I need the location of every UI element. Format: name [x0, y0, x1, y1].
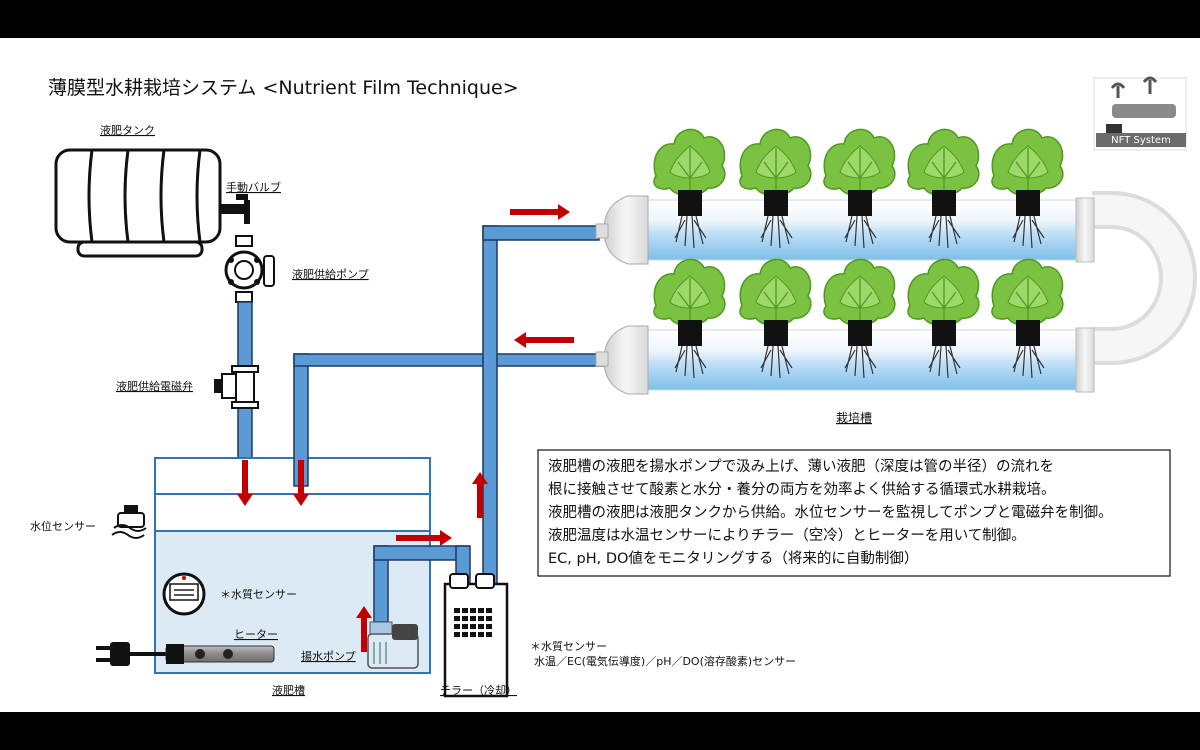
feed-pipe-horizontal [482, 225, 600, 241]
arrow-left-return [514, 332, 574, 348]
channel-label: 栽培槽 [836, 410, 872, 425]
plug-icon [96, 642, 166, 666]
letterbox-bottom [0, 712, 1200, 750]
flow-arrows [237, 204, 574, 652]
lift-pipe-horizontal [373, 545, 469, 561]
description-line: EC, pH, DO値をモニタリングする（将来的に自動制御） [548, 550, 918, 567]
arrow-right-feed [510, 204, 570, 220]
heater-icon [165, 644, 275, 664]
arrow-right-lift [396, 530, 452, 546]
arrow-up-lift [356, 606, 372, 652]
feed-pipe-vertical [482, 225, 498, 587]
valve-label: 手動バルブ [226, 180, 281, 194]
lift-pump-label: 揚水ポンプ [301, 650, 356, 663]
sensor-note-title: ＊水質センサー [530, 639, 607, 653]
supply-pump-label: 液肥供給ポンプ [292, 267, 369, 281]
description-line: 根に接触させて酸素と水分・養分の両方を効率よく供給する循環式水耕栽培。 [548, 480, 1056, 498]
submersible-pump-icon [367, 621, 419, 669]
chiller-label: チラー（冷却） [440, 684, 517, 697]
logo-icon: NFT System [1093, 76, 1187, 151]
solenoid-label: 液肥供給電磁弁 [116, 379, 193, 393]
nft-diagram: 薄膜型水耕栽培システム <Nutrient Film Technique> NF… [30, 76, 1197, 698]
return-pipe-horizontal [293, 353, 607, 367]
fertilizer-tank-icon [54, 148, 222, 258]
arrow-down-return [293, 460, 309, 506]
page-title: 薄膜型水耕栽培システム <Nutrient Film Technique> [48, 77, 519, 99]
quality-sensor-label: ＊水質センサー [220, 587, 297, 601]
slide: 薄膜型水耕栽培システム <Nutrient Film Technique> NF… [0, 38, 1200, 712]
description-box: 液肥槽の液肥を揚水ポンプで汲み上げ、薄い液肥（深度は管の半径）の流れを 根に接触… [537, 449, 1171, 577]
description-line: 液肥温度は水温センサーによりチラー（空冷）とヒーターを用いて制御。 [548, 527, 1026, 544]
heater-label: ヒーター [234, 628, 278, 641]
description-line: 液肥槽の液肥を揚水ポンプで汲み上げ、薄い液肥（深度は管の半径）の流れを [548, 458, 1054, 475]
arrow-up-feed [472, 472, 488, 518]
faucet-icon [220, 194, 250, 224]
description-line: 液肥槽の液肥は液肥タンクから供給。水位センサーを監視してポンプと電磁弁を制御。 [548, 504, 1113, 521]
chiller-icon [443, 573, 509, 698]
arrow-down-supply [237, 460, 253, 506]
supply-pipe-upper [237, 301, 253, 373]
level-sensor-label: 水位センサー [30, 519, 96, 533]
reservoir-label: 液肥槽 [272, 683, 305, 697]
reservoir-frame [154, 457, 431, 495]
sensor-note-detail: 水温／EC(電気伝導度)／pH／DO(溶存酸素)センサー [534, 654, 796, 668]
level-sensor-icon [111, 505, 147, 539]
supply-pipe-lower [237, 401, 253, 459]
water-quality-meter-icon [162, 572, 206, 616]
pump-icon [224, 235, 275, 303]
logo-caption: NFT System [1111, 135, 1171, 146]
solenoid-valve-icon [214, 365, 259, 409]
tank-label: 液肥タンク [100, 123, 155, 137]
letterbox-top [0, 0, 1200, 38]
